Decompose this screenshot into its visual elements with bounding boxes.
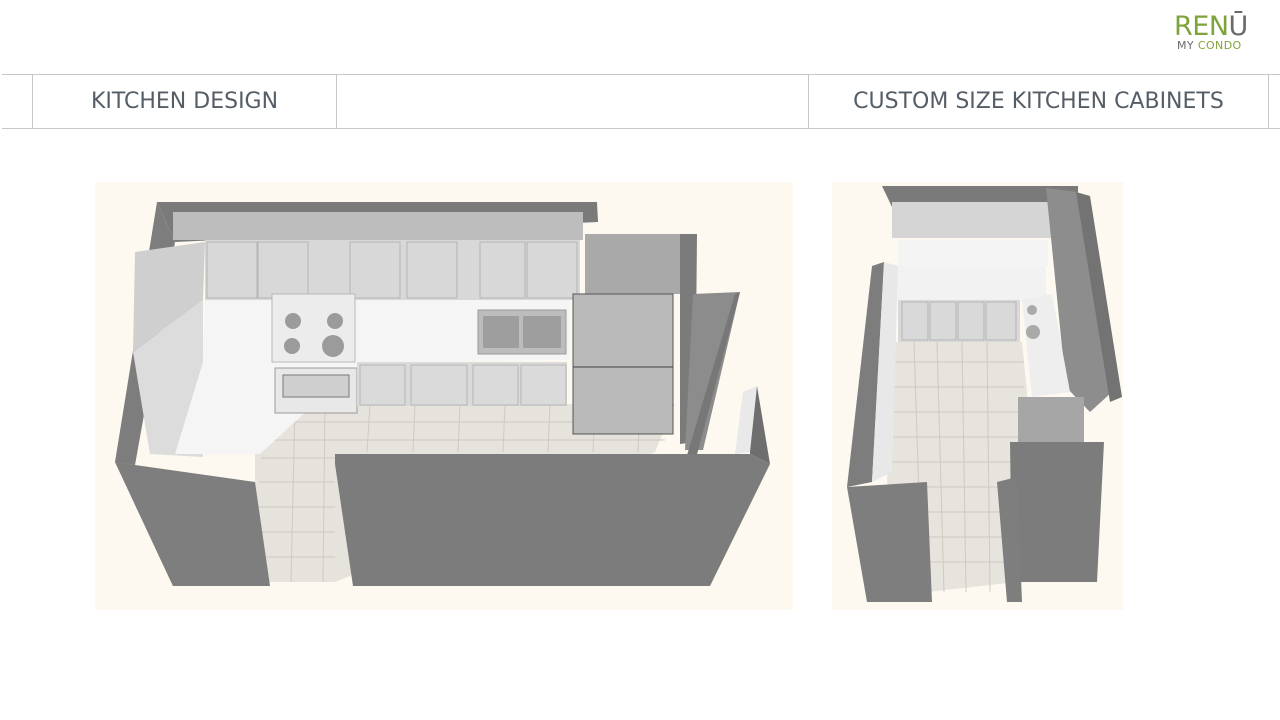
header-rule-top xyxy=(2,74,1280,75)
logo-tagline-dark: MY xyxy=(1177,39,1198,52)
header-divider xyxy=(808,74,809,129)
kitchen-design-heading: KITCHEN DESIGN xyxy=(90,89,279,114)
u-shaped-kitchen-image xyxy=(95,182,793,610)
logo-tagline: MY CONDO xyxy=(1177,40,1242,52)
logo-wordmark-green: REN xyxy=(1174,11,1229,42)
brand-logo: RENŪ MY CONDO xyxy=(1170,8,1254,56)
kitchen-3d-render xyxy=(847,186,1122,602)
header-divider xyxy=(32,74,33,129)
header-divider xyxy=(1268,74,1269,129)
logo-tagline-green: CONDO xyxy=(1197,39,1242,52)
logo-wordmark-dark: Ū xyxy=(1228,11,1249,42)
galley-kitchen-image xyxy=(832,182,1123,610)
header-rule-bottom xyxy=(2,128,1280,129)
logo-wordmark: RENŪ xyxy=(1174,12,1248,42)
custom-cabinets-heading: CUSTOM SIZE KITCHEN CABINETS xyxy=(853,89,1224,114)
kitchen-3d-render xyxy=(115,202,770,586)
header-divider xyxy=(336,74,337,129)
